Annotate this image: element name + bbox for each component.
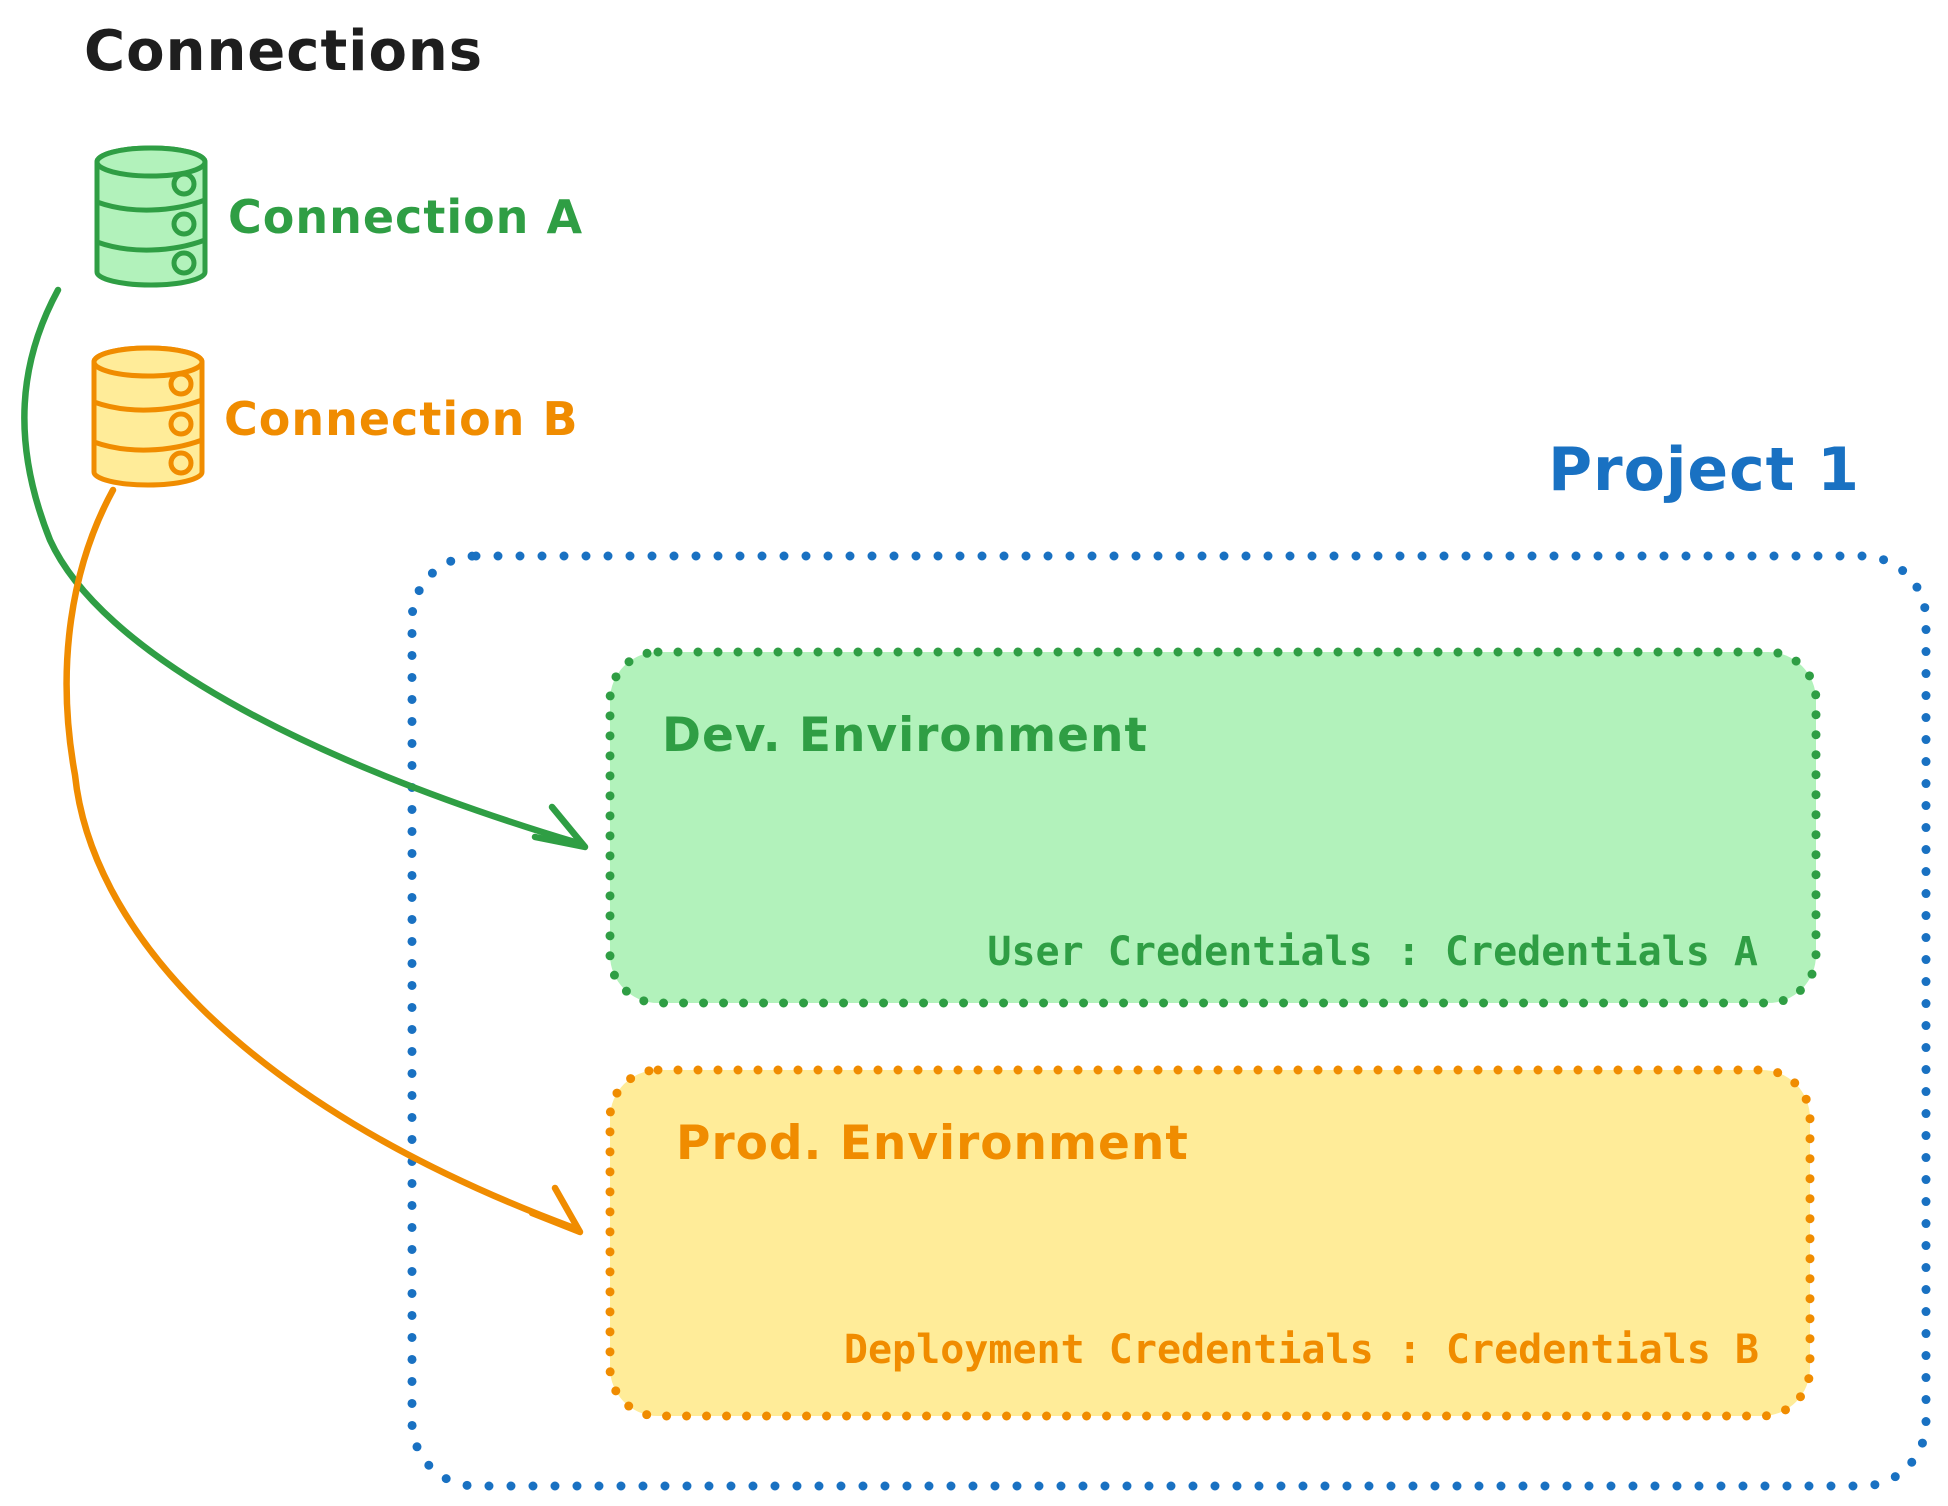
database-band-line (94, 197, 208, 213)
prod-environment-title: Prod. Environment (676, 1116, 1189, 1171)
connection-b-arrow (63, 486, 584, 1236)
database-band-line (94, 237, 208, 253)
prod-environment-credentials: Deployment Credentials : Credentials B (843, 1327, 1759, 1373)
database-dot (168, 450, 194, 476)
project-boundary-box (407, 551, 1931, 1491)
connections-heading: Connections (84, 19, 484, 84)
database-dot (171, 250, 197, 276)
dev-environment-credentials: User Credentials : Credentials A (987, 929, 1758, 975)
database-top (94, 145, 208, 179)
database-dot (168, 411, 194, 437)
prod-environment-box (605, 1065, 1815, 1421)
dev-environment-title: Dev. Environment (662, 708, 1148, 763)
database-top (91, 345, 205, 379)
arrowhead-icon (531, 803, 589, 851)
connection-b-database-icon (91, 345, 205, 488)
dev-environment-box (605, 647, 1821, 1008)
arrowhead-icon (528, 1184, 584, 1236)
database-dot (168, 371, 194, 397)
database-band-line (91, 437, 205, 453)
database-band-line (91, 397, 205, 413)
project-title: Project 1 (1548, 435, 1860, 505)
connection-b-label: Connection B (224, 392, 579, 446)
database-dot (171, 211, 197, 237)
arrow-line (63, 486, 578, 1232)
connection-a-label: Connection A (228, 190, 584, 244)
connection-a-database-icon (94, 145, 208, 288)
database-dot (171, 171, 197, 197)
